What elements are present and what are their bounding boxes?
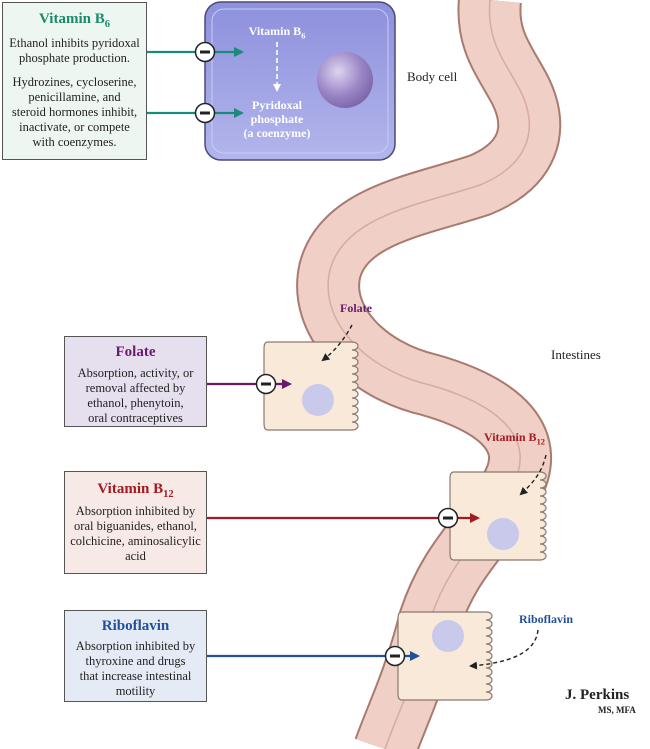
- vitamin-b6-title: Vitamin B6: [39, 11, 110, 30]
- inhibit-symbol-b6-ethanol: [194, 41, 216, 63]
- inhibit-symbol-b12: [437, 507, 459, 529]
- vitamin-b12-box: Vitamin B12 Absorption inhibited by oral…: [64, 471, 207, 574]
- intestine-riboflavin-label: Riboflavin: [519, 612, 574, 626]
- vitamin-b6-line: Hydrozines, cycloserine,: [12, 75, 137, 89]
- pyridoxal-phosphate-label: Pyridoxal phosphate (a coenzyme): [243, 98, 311, 140]
- epithelial-cell-riboflavin: [397, 611, 493, 701]
- vitamin-b6-line: phosphate production.: [18, 51, 131, 65]
- vitamin-b12-line: acid: [125, 549, 146, 563]
- riboflavin-uptake-arrow: [469, 629, 539, 670]
- vitamin-b12-line: Absorption inhibited by: [75, 504, 196, 518]
- riboflavin-line: thyroxine and drugs: [85, 654, 186, 668]
- folate-line: oral contraceptives: [88, 411, 183, 425]
- inhibit-symbol-folate: [255, 373, 277, 395]
- folate-uptake-arrow: [321, 324, 353, 362]
- vitamin-b6-line: steroid hormones inhibit,: [11, 105, 138, 119]
- vitamin-b6-line: inactivate, or compete: [19, 120, 130, 134]
- epithelial-cell-folate: [263, 341, 359, 431]
- riboflavin-title: Riboflavin: [101, 618, 170, 634]
- folate-box: Folate Absorption, activity, or removal …: [64, 336, 207, 427]
- signature-credentials: MS, MFA: [598, 705, 636, 715]
- folate-title: Folate: [115, 344, 156, 360]
- intestine-b12-label: Vitamin B12: [484, 430, 545, 447]
- riboflavin-box: Riboflavin Absorption inhibited by thyro…: [64, 610, 207, 702]
- vitamin-b12-title: Vitamin B12: [97, 481, 174, 500]
- vitamin-b6-line: with coenzymes.: [32, 135, 117, 149]
- inhibit-symbol-b6-drugs: [194, 102, 216, 124]
- b12-uptake-arrow: [519, 454, 547, 496]
- vitamin-b6-line: Ethanol inhibits pyridoxal: [9, 36, 140, 50]
- intestines-label: Intestines: [551, 347, 601, 362]
- body-cell: [204, 1, 396, 161]
- vitamin-b12-line: oral biguanides, ethanol,: [74, 519, 197, 533]
- body-cell-nucleus: [317, 52, 373, 108]
- intestine-folate-label: Folate: [340, 301, 372, 315]
- epithelial-cell-b12: [449, 471, 547, 561]
- folate-line: ethanol, phenytoin,: [87, 396, 184, 410]
- vitamin-b6-box: Vitamin B6 Ethanol inhibits pyridoxal ph…: [2, 2, 147, 160]
- vitamin-b12-line: colchicine, aminosalicylic: [70, 534, 201, 548]
- folate-line: Absorption, activity, or: [77, 366, 194, 380]
- signature-name: J. Perkins: [565, 687, 630, 703]
- inhibit-symbol-riboflavin: [384, 645, 406, 667]
- riboflavin-line: that increase intestinal: [79, 669, 192, 683]
- folate-line: removal affected by: [85, 381, 186, 395]
- riboflavin-line: motility: [115, 684, 156, 698]
- body-cell-vitamin-b6-label: Vitamin B6: [248, 24, 306, 41]
- body-cell-label: Body cell: [407, 69, 458, 84]
- vitamin-b6-line: penicillamine, and: [28, 90, 121, 104]
- riboflavin-line: Absorption inhibited by: [75, 639, 196, 653]
- intestine-tube: [296, 0, 562, 749]
